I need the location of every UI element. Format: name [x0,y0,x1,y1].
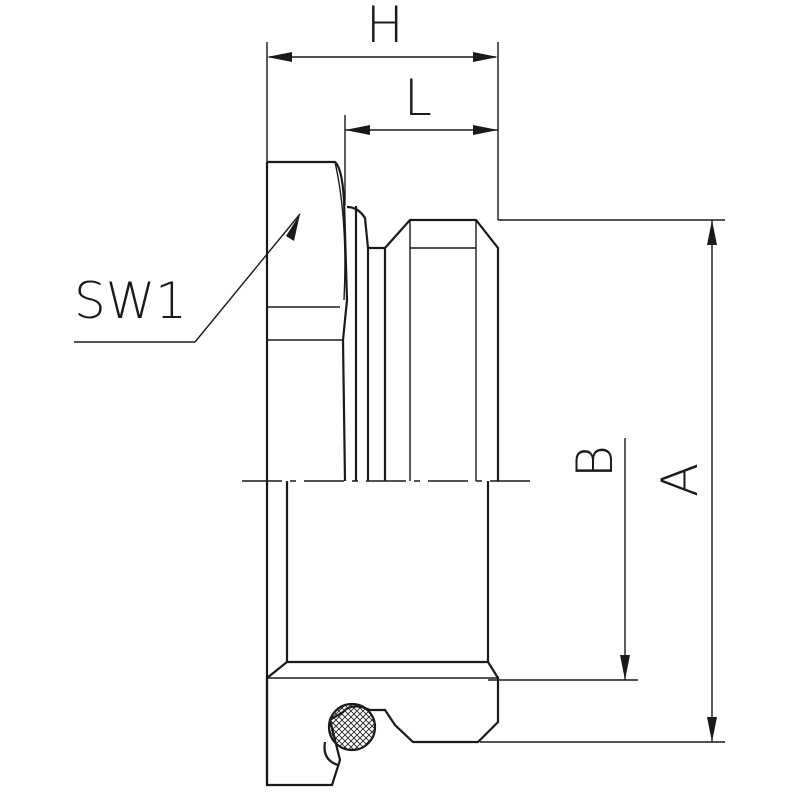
dimension-label-l: L [404,69,432,127]
sw1-leader: SW1 [74,213,301,343]
dimension-label-h: H [366,0,404,54]
hatched-thread-ring [265,660,500,787]
dimension-h: H [266,0,499,220]
sw1-label: SW1 [74,272,187,330]
lower-section [265,481,500,787]
o-ring [327,702,377,752]
dimension-label-b: B [566,445,624,478]
upper-body [265,160,500,785]
dimension-a: A [480,219,725,743]
dimension-b: B [488,438,638,681]
dimension-label-a: A [651,463,709,497]
dimension-l: L [344,69,498,205]
